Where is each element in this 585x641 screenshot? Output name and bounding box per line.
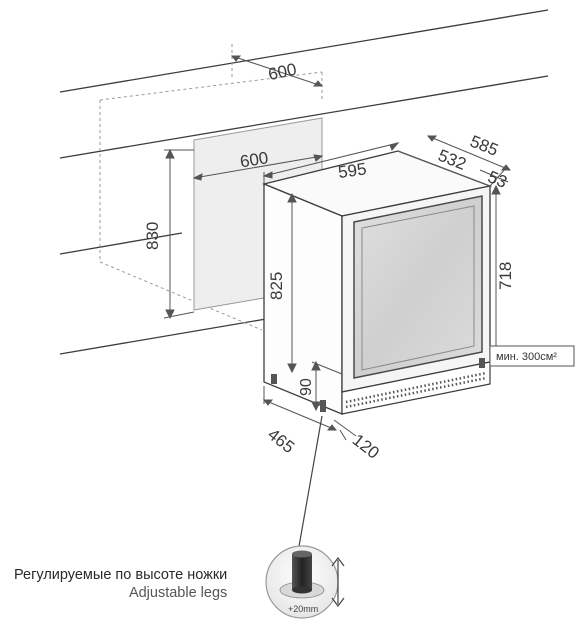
vent-label-box: мин. 300см² bbox=[489, 345, 575, 367]
dim-unit-width: 595 bbox=[337, 159, 368, 182]
feet bbox=[271, 358, 485, 412]
plinth bbox=[341, 361, 491, 415]
legs-caption: Регулируемые по высоте ножки Adjustable … bbox=[14, 566, 227, 602]
dim-niche-width-panel: 600 bbox=[239, 148, 270, 171]
dim-plinth-depth: 120 bbox=[349, 430, 383, 462]
height-adjust-arrow-icon bbox=[331, 557, 345, 607]
dim-unit-height: 825 bbox=[267, 272, 286, 300]
niche-panel-width-dim bbox=[192, 154, 324, 181]
dim-unit-depth-total: 585 bbox=[467, 132, 500, 160]
caption-ru: Регулируемые по высоте ножки bbox=[14, 567, 228, 583]
caption-en: Adjustable legs bbox=[128, 585, 228, 601]
plinth-height-dim bbox=[311, 360, 343, 412]
dim-niche-height: 830 bbox=[143, 222, 162, 250]
glass-door bbox=[353, 195, 483, 379]
dim-door-open-depth: 465 bbox=[264, 425, 298, 457]
counter-lines bbox=[59, 9, 549, 355]
niche-top-width-dim bbox=[230, 55, 324, 87]
plinth-depth-dim bbox=[333, 419, 357, 441]
dim-door-height: 718 bbox=[496, 262, 515, 290]
dim-niche-width-top: 600 bbox=[266, 60, 298, 84]
leg-adjustment-label: +20mm bbox=[288, 604, 318, 614]
vent-label: мин. 300см² bbox=[496, 351, 557, 363]
unit-height-dim bbox=[287, 192, 297, 374]
unit-width-dim bbox=[262, 142, 400, 184]
dim-plinth-height: 90 bbox=[298, 378, 315, 396]
leg-leader-line bbox=[297, 415, 323, 553]
door-open-depth-dim bbox=[262, 386, 338, 431]
niche-height-dim bbox=[163, 148, 195, 320]
adjustable-leg-detail: +20mm bbox=[265, 545, 339, 619]
glass-door-inner bbox=[361, 205, 475, 371]
unit-depth-dims bbox=[397, 135, 512, 187]
